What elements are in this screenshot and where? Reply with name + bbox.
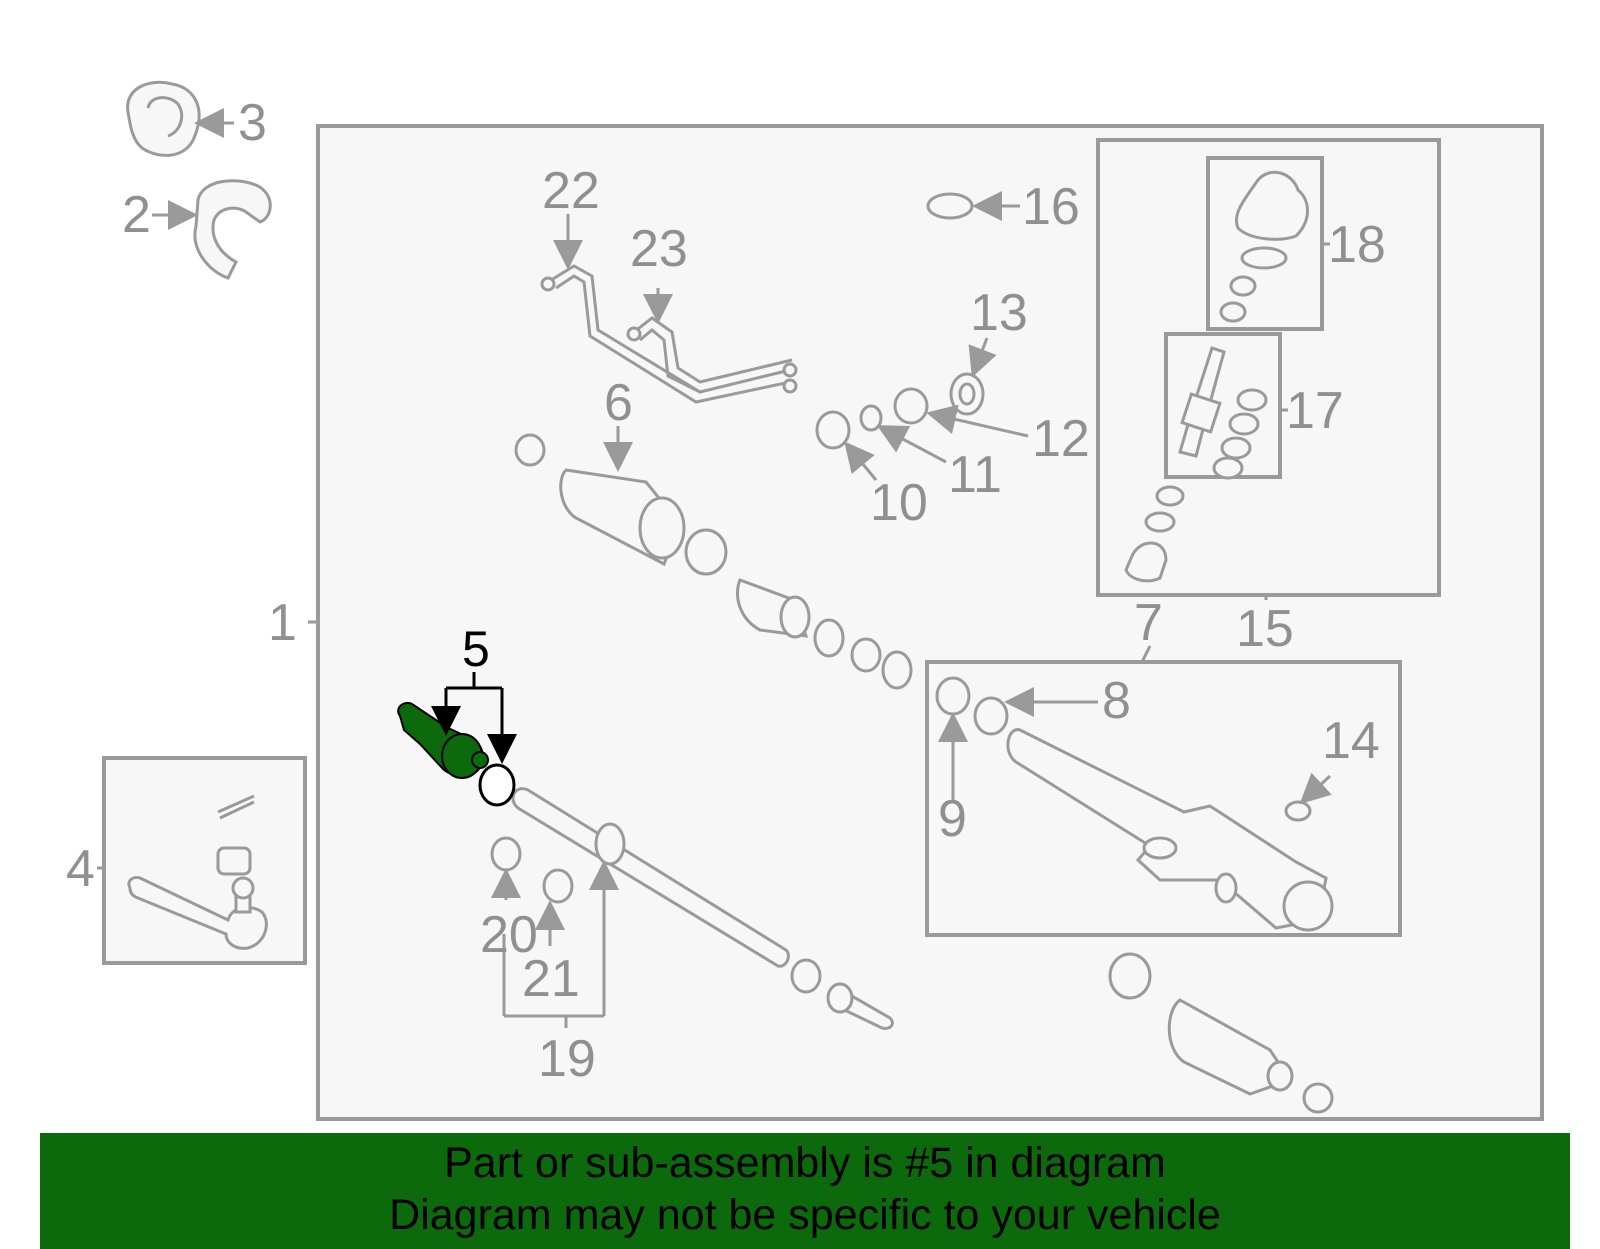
callout-2: 2 [122, 186, 151, 244]
callout-23: 23 [630, 220, 688, 278]
callout-5: 5 [462, 621, 490, 677]
boot-lower [1108, 952, 1334, 1114]
bracket-part-3 [126, 80, 201, 157]
rack-part-19 [490, 787, 894, 1030]
tie-rod-end-box [102, 756, 307, 965]
callout-11: 11 [948, 446, 1002, 504]
plug-part-16 [926, 192, 974, 220]
valve-seals [1124, 485, 1185, 583]
callout-17: 17 [1286, 382, 1344, 440]
info-banner: Part or sub-assembly is #5 in diagram Di… [40, 1133, 1570, 1249]
inner-tie-rod-part-5 [397, 702, 516, 807]
callout-3: 3 [238, 94, 267, 152]
banner-line-1: Part or sub-assembly is #5 in diagram [444, 1139, 1166, 1187]
callout-13: 13 [970, 284, 1028, 342]
callout-6: 6 [604, 374, 633, 432]
callout-15: 15 [1236, 600, 1294, 658]
parts-10-11-12 [815, 387, 929, 450]
boot-part-6 [514, 433, 913, 690]
valve-part-17 [1178, 346, 1268, 480]
callout-22: 22 [542, 162, 600, 220]
callout-9: 9 [938, 790, 967, 848]
callout-7: 7 [1134, 594, 1163, 652]
callout-18: 18 [1328, 216, 1386, 274]
callout-8: 8 [1102, 672, 1131, 730]
callout-12: 12 [1032, 410, 1090, 468]
housing-parts [935, 676, 1334, 932]
callout-16: 16 [1022, 178, 1080, 236]
banner-line-2: Diagram may not be specific to your vehi… [389, 1191, 1221, 1239]
callout-19: 19 [538, 1030, 596, 1088]
clamp-part-2 [193, 179, 272, 280]
callout-10: 10 [870, 474, 928, 532]
tie-rod-end-part-4 [127, 794, 268, 950]
callout-14: 14 [1322, 712, 1380, 770]
seal-part-13 [949, 372, 985, 416]
callout-1: 1 [268, 594, 297, 652]
leader-lines [97, 108, 1332, 1028]
callout-4: 4 [66, 840, 95, 898]
callout-20: 20 [480, 906, 538, 964]
callout-21: 21 [522, 950, 580, 1008]
valve-housing-part-18 [1219, 170, 1309, 323]
